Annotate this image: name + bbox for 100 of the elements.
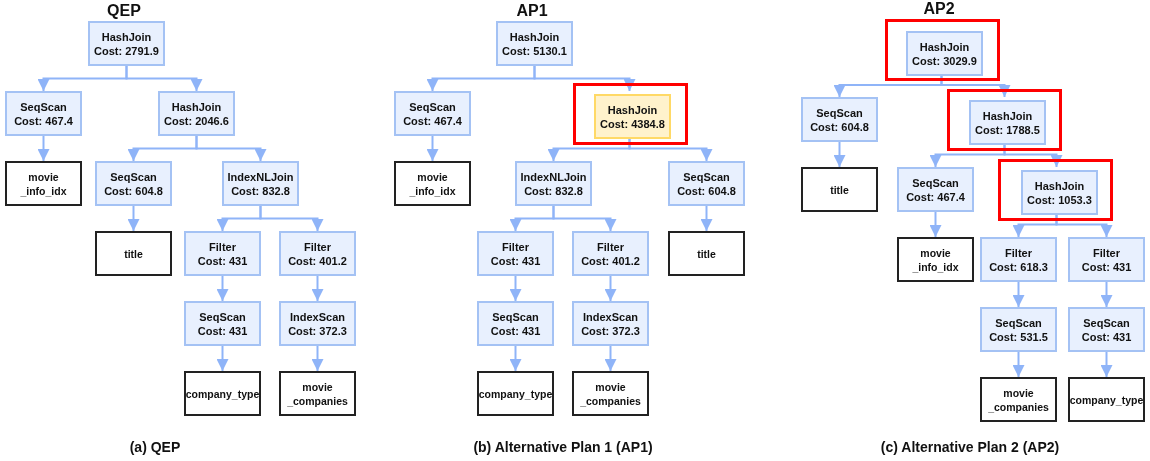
operator-name: Filter (209, 239, 236, 254)
cost-text: Cost: 604.8 (104, 183, 163, 198)
operator-name: SeqScan (409, 99, 456, 114)
arrow (216, 345, 229, 372)
cost-text: Cost: 431 (490, 323, 541, 338)
operator-name: HashJoin (509, 29, 560, 44)
operator-box (980, 237, 1057, 282)
operator-name: HashJoin (101, 29, 152, 44)
arrow (216, 275, 229, 302)
operator-box (572, 301, 649, 346)
table-name: movie _info_idx (19, 169, 68, 198)
arrow (509, 345, 522, 372)
cost-text: Cost: 431 (1081, 329, 1132, 344)
cost-text: Cost: 531.5 (989, 329, 1048, 344)
table-box (5, 161, 82, 206)
operator-name: Filter (597, 239, 624, 254)
arrow (604, 345, 617, 372)
operator-box (5, 91, 82, 136)
highlighted-operator-box (594, 94, 671, 139)
plan-heading: AP1 (516, 2, 548, 20)
operator-name: HashJoin (982, 108, 1033, 123)
table-name: company_type (185, 386, 260, 401)
table-box (572, 371, 649, 416)
table-name: title (124, 246, 143, 261)
operator-box (279, 231, 356, 276)
arrow (929, 211, 942, 238)
highlight-frame (998, 159, 1113, 221)
arrow (1100, 281, 1113, 308)
operator-box (496, 21, 573, 66)
figure-caption: (b) Alternative Plan 1 (AP1) (473, 439, 653, 455)
cost-text: Cost: 372.3 (581, 323, 640, 338)
operator-name: Filter (502, 239, 529, 254)
operator-name: SeqScan (995, 315, 1042, 330)
table-name: movie _info_idx (408, 169, 457, 198)
highlight-frame (947, 89, 1062, 151)
cost-text: Cost: 832.8 (231, 183, 290, 198)
highlight-frame (573, 83, 688, 145)
cost-text: Cost: 1788.5 (975, 122, 1040, 137)
cost-text: Cost: 431 (197, 253, 248, 268)
operator-box (897, 167, 974, 212)
cost-text: Cost: 1053.3 (1027, 192, 1092, 207)
table-box (897, 237, 974, 282)
cost-text: Cost: 604.8 (810, 119, 869, 134)
operator-name: SeqScan (816, 105, 863, 120)
cost-text: Cost: 618.3 (989, 259, 1048, 274)
arrow (700, 205, 713, 232)
cost-text: Cost: 431 (1081, 259, 1132, 274)
table-box (1068, 377, 1145, 422)
arrow (604, 275, 617, 302)
operator-box (184, 301, 261, 346)
operator-box (477, 301, 554, 346)
operator-box (969, 100, 1046, 145)
operator-name: SeqScan (492, 309, 539, 324)
operator-name: SeqScan (912, 175, 959, 190)
cost-text: Cost: 467.4 (906, 189, 965, 204)
arrow (127, 205, 140, 232)
arrow (1012, 351, 1025, 378)
operator-name: SeqScan (199, 309, 246, 324)
table-box (394, 161, 471, 206)
table-name: movie _companies (987, 385, 1050, 414)
arrow (426, 135, 439, 162)
cost-text: Cost: 2791.9 (94, 43, 159, 58)
arrow (509, 275, 522, 302)
operator-name: SeqScan (20, 99, 67, 114)
table-name: movie _companies (286, 379, 349, 408)
operator-box (515, 161, 592, 206)
operator-name: IndexScan (290, 309, 345, 324)
operator-name: SeqScan (110, 169, 157, 184)
cost-text: Cost: 467.4 (14, 113, 73, 128)
cost-text: Cost: 431 (490, 253, 541, 268)
cost-text: Cost: 4384.8 (600, 116, 665, 131)
figure-caption: (a) QEP (129, 439, 181, 455)
arrow (833, 141, 846, 168)
operator-name: Filter (1005, 245, 1032, 260)
arrow (37, 135, 50, 162)
arrow (552, 205, 617, 232)
table-box (279, 371, 356, 416)
arrow (533, 65, 636, 92)
arrow (195, 135, 267, 162)
operator-name: HashJoin (171, 99, 222, 114)
cost-text: Cost: 2046.6 (164, 113, 229, 128)
operator-name: IndexScan (583, 309, 638, 324)
operator-box (1021, 170, 1098, 215)
arrow (1100, 351, 1113, 378)
table-box (980, 377, 1057, 422)
operator-box (572, 231, 649, 276)
table-name: movie _companies (579, 379, 642, 408)
cost-text: Cost: 467.4 (403, 113, 462, 128)
table-name: company_type (478, 386, 553, 401)
operator-box (477, 231, 554, 276)
cost-text: Cost: 401.2 (581, 253, 640, 268)
highlight-frame (885, 19, 1000, 81)
table-box (477, 371, 554, 416)
arrow (259, 205, 324, 232)
table-name: movie _info_idx (911, 245, 960, 274)
table-box (184, 371, 261, 416)
operator-box (95, 161, 172, 206)
cost-text: Cost: 3029.9 (912, 53, 977, 68)
operator-box (158, 91, 235, 136)
table-box (95, 231, 172, 276)
